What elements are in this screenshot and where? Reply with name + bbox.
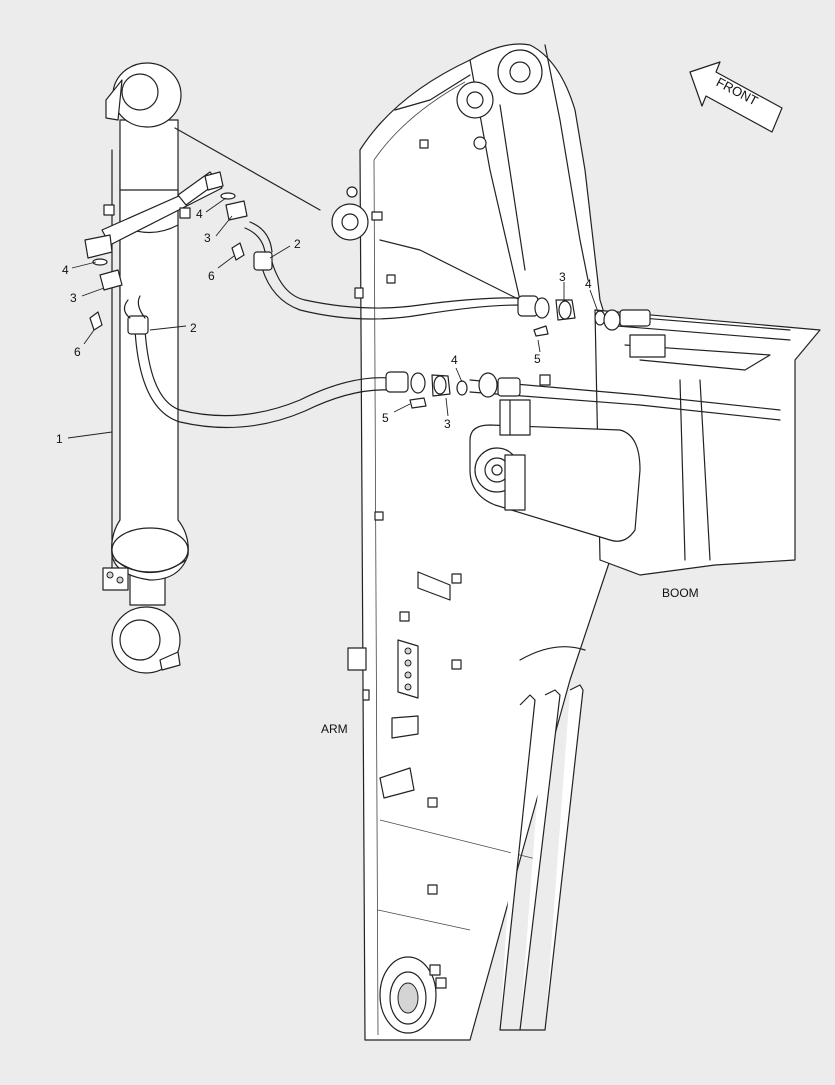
callout-6-cyl-left: 6 — [74, 345, 81, 359]
callout-2-lower: 2 — [190, 321, 197, 335]
callout-5-boom-lower: 5 — [382, 411, 389, 425]
arm-structure — [331, 43, 626, 1041]
arm-label: ARM — [321, 722, 348, 736]
callout-4-boom-upper: 4 — [585, 277, 592, 291]
callout-4-cyl-left: 4 — [62, 263, 69, 277]
callout-2-upper: 2 — [294, 237, 301, 251]
callout-3-cyl-right: 3 — [204, 231, 211, 245]
fitting-set-cylinder-right — [204, 171, 248, 261]
boom-label: BOOM — [662, 586, 699, 600]
front-direction-arrow: FRONT — [689, 61, 783, 133]
callout-5-boom-upper: 5 — [534, 352, 541, 366]
arm-lower-detail — [347, 571, 586, 1034]
fitting-set-lower — [409, 372, 468, 409]
callout-4-boom-lower: 4 — [451, 353, 458, 367]
hose-upper — [244, 221, 539, 320]
callout-3-boom-lower: 3 — [444, 417, 451, 431]
callout-1: 1 — [56, 432, 63, 446]
callout-4-cyl-right: 4 — [196, 207, 203, 221]
callouts: 1 2 2 3 3 3 3 4 4 4 4 5 5 6 6 — [56, 197, 599, 446]
hose-lower — [123, 295, 409, 429]
callout-6-cyl-right: 6 — [208, 269, 215, 283]
fitting-set-cylinder-left — [84, 234, 123, 331]
callout-3-boom-upper: 3 — [559, 270, 566, 284]
hydraulic-cylinder — [101, 62, 321, 674]
callout-3-cyl-left: 3 — [70, 291, 77, 305]
boom-pipework — [469, 309, 791, 436]
boom-structure — [469, 309, 821, 576]
